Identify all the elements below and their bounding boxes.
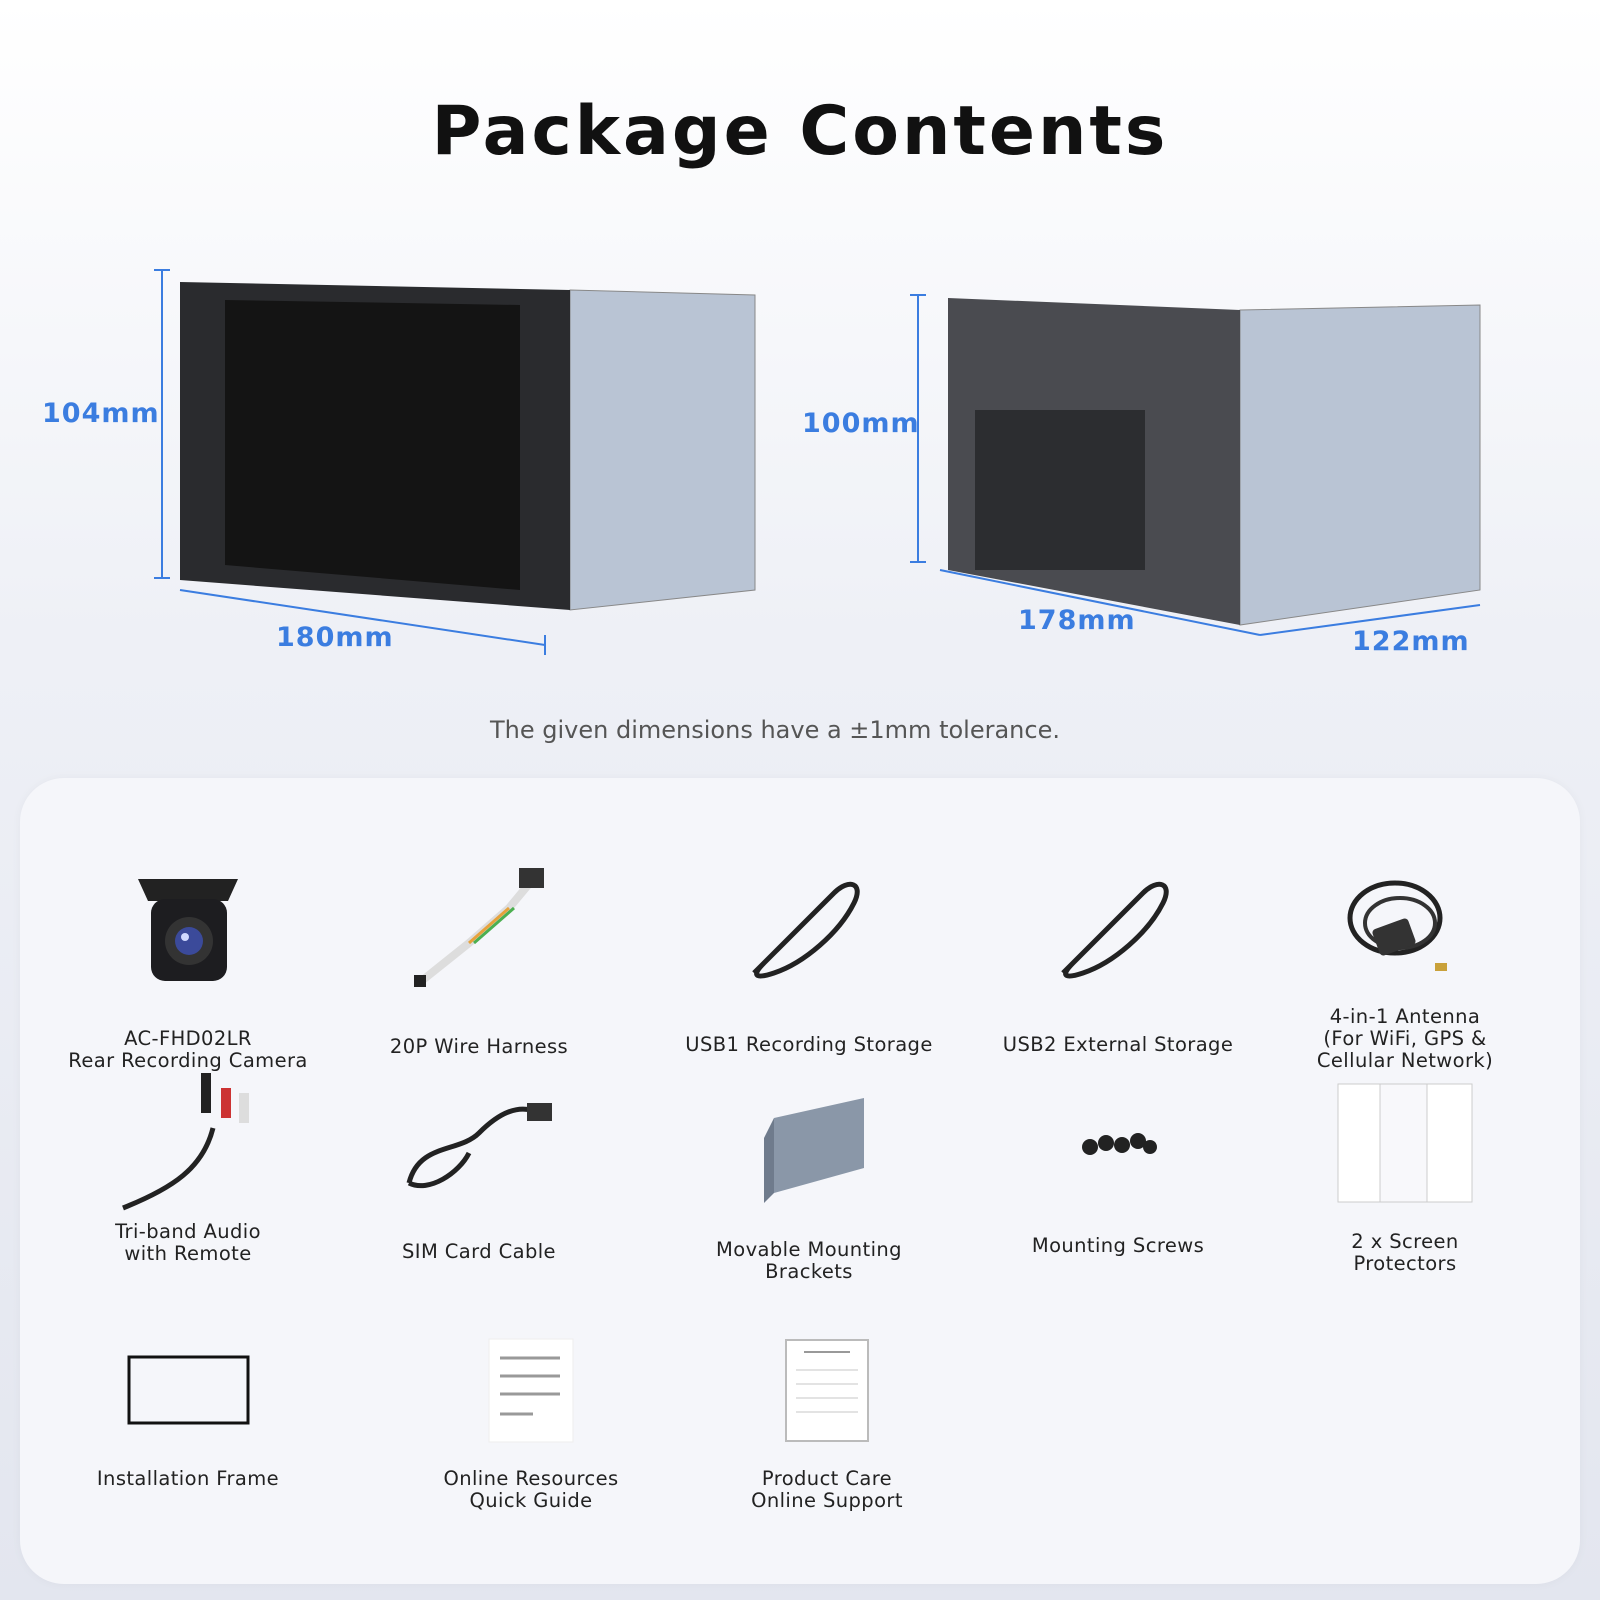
- screws-icon: [968, 1073, 1268, 1213]
- support-card-icon: [677, 1320, 977, 1460]
- package-item: AC-FHD02LR Rear Recording Camera: [38, 858, 338, 1072]
- package-item-label: USB2 External Storage: [1002, 1033, 1234, 1056]
- package-item: Installation Frame: [38, 1320, 338, 1490]
- rear-width-label: 178mm: [1018, 605, 1136, 636]
- package-item: Tri-band Audio with Remote: [38, 1073, 338, 1265]
- package-item: Online Resources Quick Guide: [381, 1320, 681, 1512]
- rear-depth-label: 122mm: [1352, 626, 1470, 657]
- package-item: SIM Card Cable: [329, 1073, 629, 1263]
- rear-height-label: 100mm: [802, 408, 920, 439]
- package-item: 20P Wire Harness: [329, 858, 629, 1058]
- frame-icon: [38, 1320, 338, 1460]
- usb-cable-icon: [659, 858, 959, 998]
- package-item: 4-in-1 Antenna (For WiFi, GPS & Cellular…: [1255, 858, 1555, 1072]
- guide-icon: [381, 1320, 681, 1460]
- package-item-label: 20P Wire Harness: [389, 1035, 569, 1058]
- package-item-label: AC-FHD02LR Rear Recording Camera: [68, 1027, 308, 1072]
- package-item: USB1 Recording Storage: [659, 858, 959, 1056]
- package-item-label: Product Care Online Support: [751, 1467, 903, 1512]
- package-item-label: 4-in-1 Antenna (For WiFi, GPS & Cellular…: [1316, 1005, 1494, 1072]
- camera-icon: [38, 858, 338, 998]
- tolerance-note: The given dimensions have a ±1mm toleran…: [490, 716, 1060, 744]
- package-item-label: Tri-band Audio with Remote: [115, 1220, 261, 1265]
- usb-cable-icon: [968, 858, 1268, 998]
- package-item-label: 2 x Screen Protectors: [1351, 1230, 1459, 1275]
- page-title: Package Contents: [431, 92, 1169, 171]
- head-unit-front-image: [154, 269, 756, 655]
- screen-protector-icon: [1255, 1073, 1555, 1213]
- bracket-icon: [659, 1073, 959, 1213]
- audio-cable-icon: [38, 1073, 338, 1213]
- package-item: 2 x Screen Protectors: [1255, 1073, 1555, 1275]
- wire-harness-icon: [329, 858, 629, 998]
- antenna-icon: [1255, 858, 1555, 998]
- package-item-label: Movable Mounting Brackets: [716, 1238, 902, 1283]
- head-unit-rear-image: [910, 294, 1481, 636]
- package-item: USB2 External Storage: [968, 858, 1268, 1056]
- package-item-label: Installation Frame: [96, 1467, 280, 1490]
- package-item-label: Online Resources Quick Guide: [443, 1467, 619, 1512]
- package-item-label: SIM Card Cable: [402, 1240, 556, 1263]
- sim-cable-icon: [329, 1073, 629, 1213]
- package-item: Movable Mounting Brackets: [659, 1073, 959, 1283]
- package-item: Mounting Screws: [968, 1073, 1268, 1257]
- package-item-label: USB1 Recording Storage: [685, 1033, 933, 1056]
- package-item-label: Mounting Screws: [1031, 1234, 1205, 1257]
- front-width-label: 180mm: [276, 622, 394, 653]
- front-height-label: 104mm: [42, 398, 160, 429]
- package-item: Product Care Online Support: [677, 1320, 977, 1512]
